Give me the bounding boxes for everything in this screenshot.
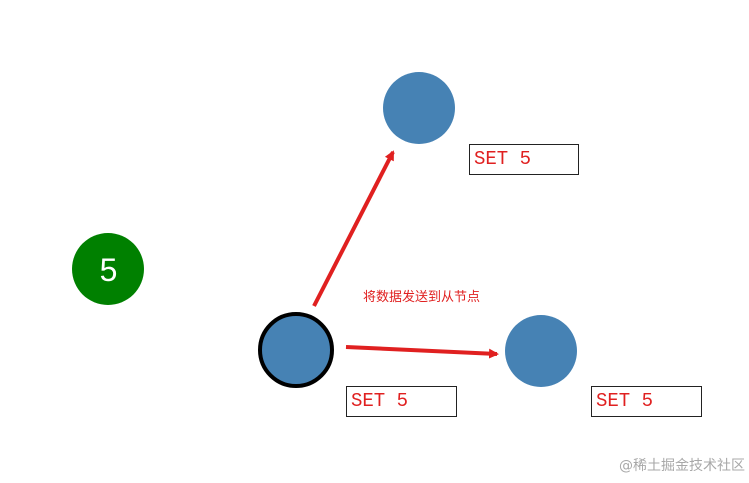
follower-node-right (505, 315, 577, 387)
command-box-follower-right: SET 5 (591, 386, 702, 417)
command-box-master: SET 5 (346, 386, 457, 417)
watermark-text: @稀土掘金技术社区 (619, 458, 745, 474)
follower-node-top (383, 72, 455, 144)
arrow-master-to-follower-top (312, 150, 395, 307)
client-node (72, 233, 144, 305)
master-node (258, 312, 334, 388)
command-box-follower-top: SET 5 (469, 144, 579, 175)
arrow-master-to-follower-right (345, 345, 499, 359)
replication-arrow-label: 将数据发送到从节点 (363, 290, 481, 305)
